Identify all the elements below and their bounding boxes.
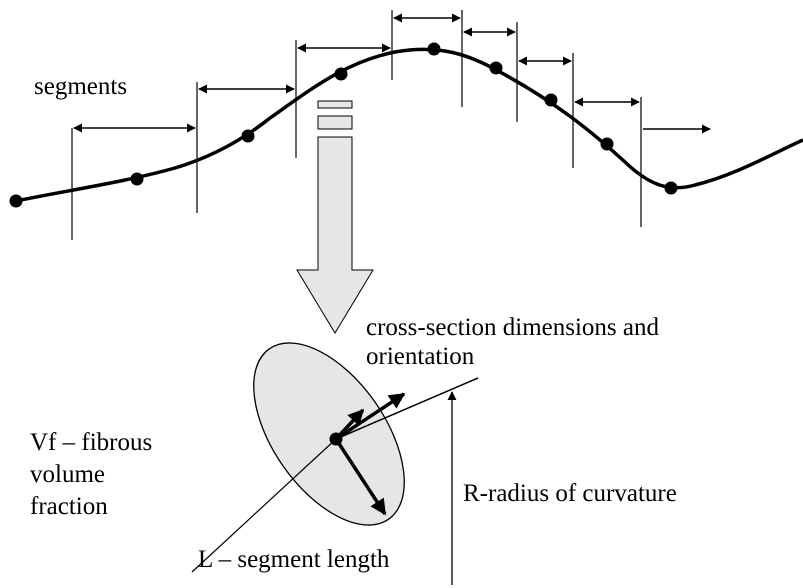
fiber-node [664,181,678,195]
fiber-node [600,137,614,151]
fiber-node [544,93,558,107]
orientation-vectors [334,392,406,516]
zoom-arrow-bar [317,100,353,109]
segment-boundaries [71,10,642,240]
cross-section-ellipse [253,342,405,526]
fiber-node [9,194,23,208]
fiber-axis-line [335,377,479,440]
vf-label: Vf – fibrous [30,429,153,456]
cross-section-center [329,432,343,446]
zoom-arrow [296,100,374,334]
radius-label: R-radius of curvature [463,480,677,507]
orientation-vector [334,438,387,516]
zoom-arrow-bar [317,115,353,130]
fiber-node [489,61,503,75]
segments-label: segments [34,73,128,100]
orientation-label: orientation [366,343,475,370]
segment-length-label: L – segment length [198,546,390,573]
fiber-node [334,67,348,81]
segment-arrows [73,13,711,134]
vf-volume-label: volume [30,461,105,488]
fiber-node [241,129,255,143]
vf-fraction-label: fraction [30,493,108,520]
fiber-node [427,42,441,56]
zoom-arrow-body [296,136,374,334]
orientation-vector [335,392,406,441]
segment-length-line [191,438,337,573]
fiber-node [130,172,144,186]
cross-section-label: cross-section dimensions and [366,314,660,341]
fiber-nodes [9,42,678,208]
